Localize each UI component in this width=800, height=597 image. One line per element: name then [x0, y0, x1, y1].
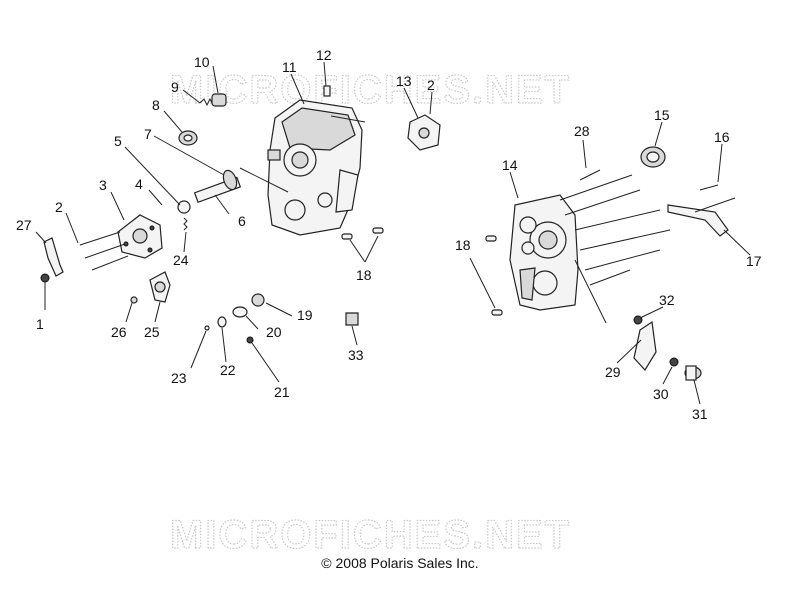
pin-31 — [684, 365, 702, 381]
bracket-29 — [633, 320, 657, 371]
bracket — [667, 204, 729, 237]
watermark-bottom: MICROFICHES.NET — [170, 513, 571, 557]
long-bolts — [559, 169, 736, 286]
leader-lines — [35, 61, 751, 405]
callout-1: 1 — [36, 316, 44, 332]
callout-3: 3 — [99, 177, 107, 193]
callout-9: 9 — [171, 79, 179, 95]
side-cover — [509, 194, 579, 311]
callout-33: 33 — [348, 347, 364, 363]
callout-5: 5 — [114, 133, 122, 149]
watermark-top: MICROFICHES.NET — [170, 68, 571, 112]
callout-labels: 1 2 3 4 5 6 7 8 9 10 11 12 13 2 14 15 16… — [16, 47, 762, 422]
callout-6: 6 — [238, 213, 246, 229]
nut-21 — [246, 336, 254, 344]
callout-7: 7 — [144, 126, 152, 142]
callout-15: 15 — [654, 107, 670, 123]
callout-32: 32 — [659, 292, 675, 308]
nut — [40, 273, 50, 283]
callout-20: 20 — [266, 324, 282, 340]
callout-16: 16 — [714, 129, 730, 145]
clip — [130, 296, 138, 304]
callout-13: 13 — [396, 73, 412, 89]
washer-23 — [204, 325, 210, 331]
bearing-22 — [217, 316, 227, 328]
gear-19 — [251, 293, 265, 307]
callout-4: 4 — [135, 176, 143, 192]
callout-22: 22 — [220, 362, 236, 378]
callout-18b: 18 — [455, 237, 471, 253]
callout-19: 19 — [297, 307, 313, 323]
lever — [43, 237, 64, 277]
cover-plate — [117, 214, 163, 259]
small-cover — [407, 114, 441, 151]
callout-21: 21 — [274, 384, 290, 400]
callout-14: 14 — [502, 157, 518, 173]
nut-30 — [669, 357, 679, 367]
callout-11: 11 — [282, 59, 297, 75]
callout-2a: 2 — [55, 199, 63, 215]
copyright-notice: © 2008 Polaris Sales Inc. — [321, 555, 479, 571]
shaft-assembly — [177, 169, 242, 214]
callout-12: 12 — [316, 47, 332, 63]
plug-33 — [345, 312, 359, 326]
callout-28: 28 — [574, 123, 590, 139]
washer-20 — [232, 306, 248, 318]
callout-31: 31 — [692, 406, 708, 422]
bolts-2 — [79, 231, 129, 271]
callout-27: 27 — [16, 217, 32, 233]
seal — [178, 130, 198, 146]
spring — [183, 217, 188, 231]
callout-23: 23 — [171, 370, 187, 386]
dowel-pins-18 — [341, 227, 503, 316]
dowel-pin — [323, 85, 331, 97]
callout-8: 8 — [152, 97, 160, 113]
callout-2b: 2 — [427, 77, 435, 93]
callout-10: 10 — [194, 54, 210, 70]
callout-30: 30 — [653, 386, 669, 402]
bearing — [640, 146, 666, 168]
sensor — [149, 271, 171, 303]
callout-29: 29 — [605, 364, 621, 380]
callout-18a: 18 — [356, 267, 372, 283]
callout-17: 17 — [746, 253, 762, 269]
gearcase-housing — [267, 99, 363, 236]
callout-25: 25 — [144, 324, 160, 340]
spring-and-plug — [199, 93, 227, 107]
callout-26: 26 — [111, 324, 127, 340]
callout-24: 24 — [173, 252, 189, 268]
